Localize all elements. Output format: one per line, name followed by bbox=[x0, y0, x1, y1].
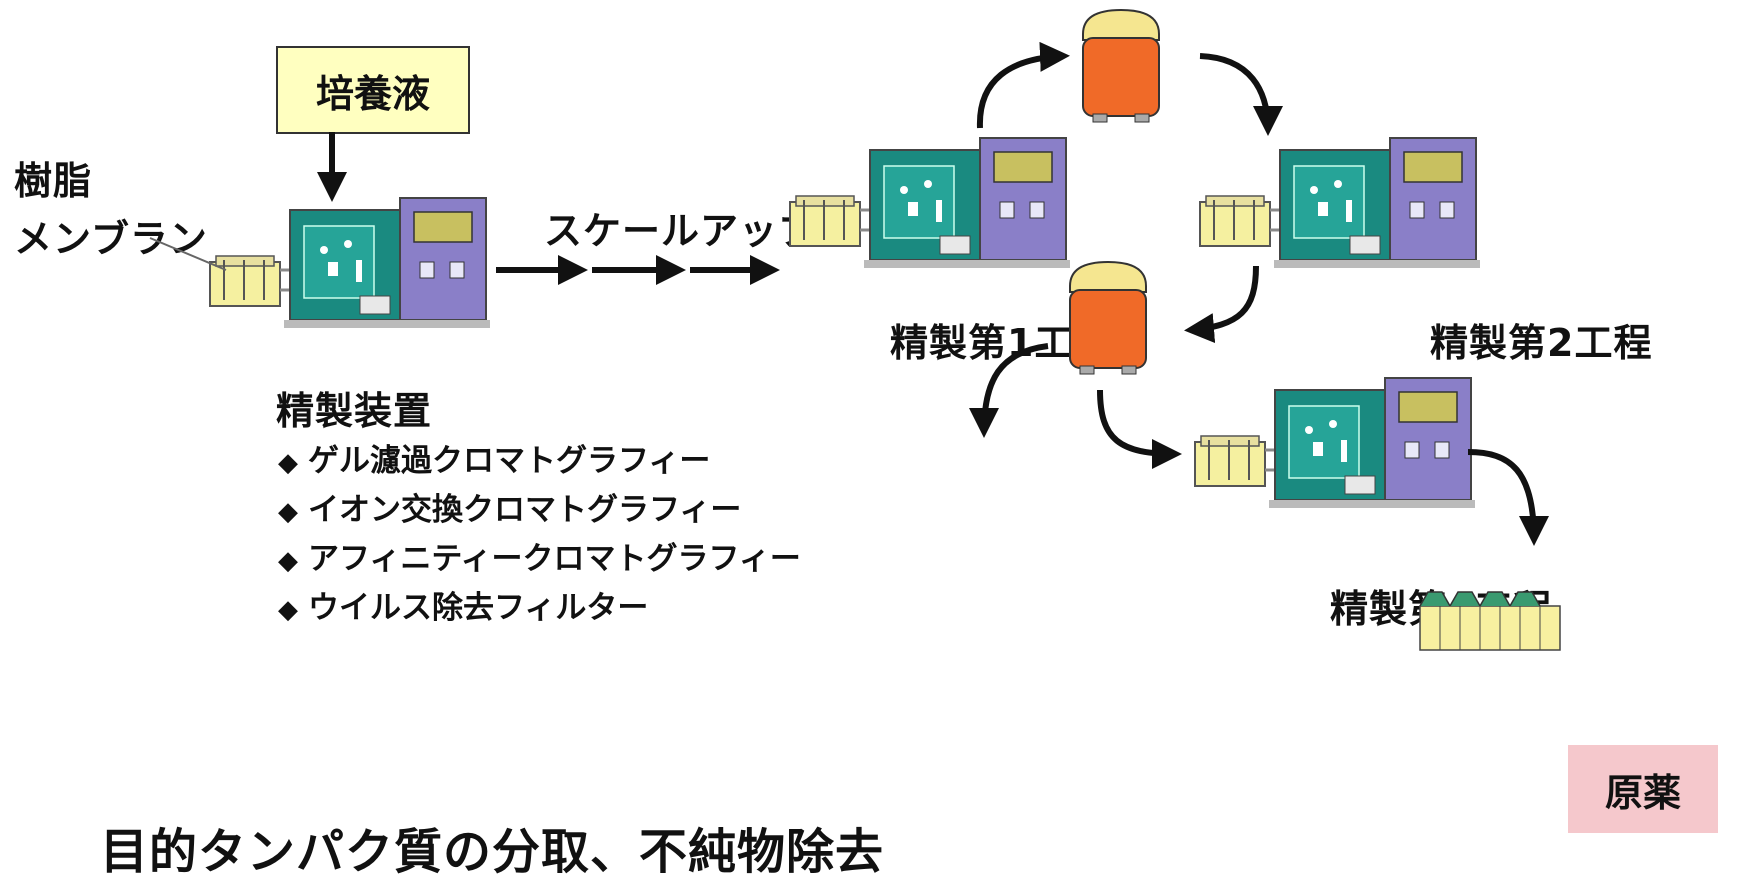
method-list: ◆ゲル濾過クロマトグラフィー ◆イオン交換クロマトグラフィー ◆アフィニティーク… bbox=[278, 438, 801, 634]
flow-arrow-branch-down bbox=[969, 343, 1049, 438]
flow-arrow-step1-to-tank bbox=[976, 41, 1070, 129]
diamond-bullet-icon: ◆ bbox=[278, 497, 298, 527]
step2-device-icon bbox=[1198, 136, 1482, 270]
resin-label: 樹脂 bbox=[14, 159, 93, 203]
flow-arrow-step2-to-tank bbox=[1184, 265, 1259, 344]
tank-top-icon bbox=[1082, 9, 1160, 123]
list-item: ◆イオン交換クロマトグラフィー bbox=[278, 487, 801, 536]
step2-label: 精製第2工程 bbox=[1430, 321, 1653, 365]
product-label: 原薬 bbox=[1568, 745, 1718, 833]
list-item: ◆ゲル濾過クロマトグラフィー bbox=[278, 438, 801, 487]
scale-up-label: スケールアップ bbox=[544, 209, 818, 253]
step1-device-icon bbox=[788, 136, 1072, 270]
diamond-bullet-icon: ◆ bbox=[278, 595, 298, 625]
diamond-bullet-icon: ◆ bbox=[278, 546, 298, 576]
list-item: ◆ウイルス除去フィルター bbox=[278, 585, 801, 634]
diamond-bullet-icon: ◆ bbox=[278, 448, 298, 478]
step4-device-icon bbox=[1193, 376, 1477, 510]
flow-arrow-tank-to-step4 bbox=[1097, 389, 1182, 469]
flow-diagram bbox=[149, 9, 1561, 651]
list-item: ◆アフィニティークロマトグラフィー bbox=[278, 536, 801, 585]
culture-label: 培養液 bbox=[276, 46, 470, 134]
membrane-label: メンブラン bbox=[14, 217, 208, 261]
device-label: 精製装置 bbox=[276, 389, 433, 433]
flow-arrow-step4-to-product bbox=[1467, 449, 1549, 546]
purification-device-icon bbox=[208, 196, 492, 330]
tank-middle-icon bbox=[1069, 261, 1147, 375]
flow-arrow-tank-to-step2 bbox=[1199, 53, 1283, 136]
resin-pointer-line bbox=[149, 237, 227, 271]
vials-icon bbox=[1419, 591, 1561, 651]
